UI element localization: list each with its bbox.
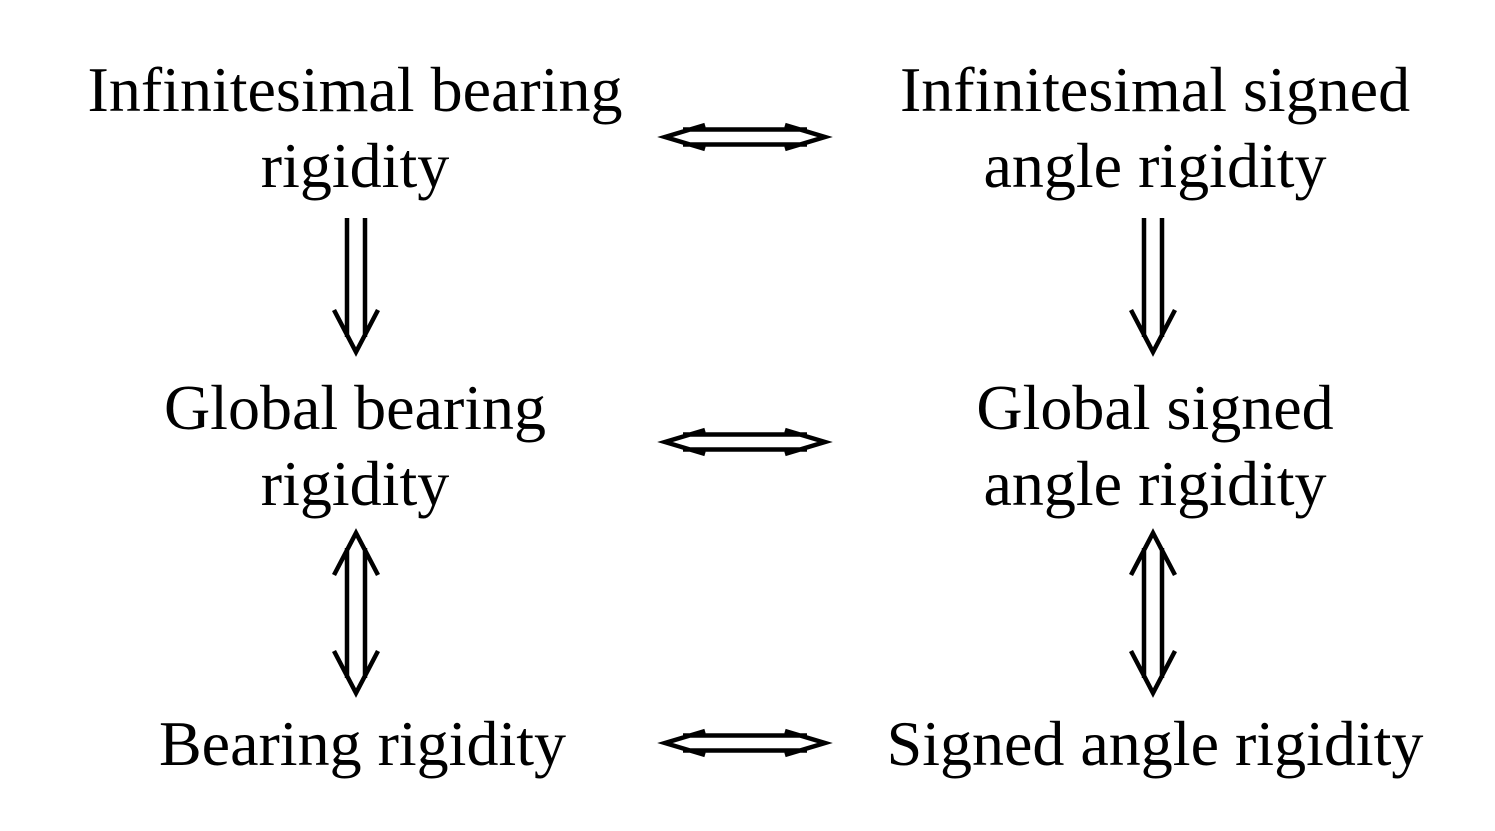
node-label-line-1: Global signed [976, 372, 1334, 443]
implication-arrow-left [332, 218, 380, 357]
node-label-line-2: angle rigidity [983, 130, 1327, 201]
node-infinitesimal-signed-angle-rigidity: Infinitesimal signed angle rigidity [855, 52, 1455, 204]
equivalence-arrow-middle [657, 427, 833, 457]
node-label-line-2: angle rigidity [983, 448, 1327, 519]
vertical-equivalence-arrow-right [1129, 528, 1177, 698]
node-label-line-1: Bearing rigidity [158, 708, 567, 779]
node-label-line-2: rigidity [260, 448, 450, 519]
equivalence-arrow-bottom [657, 728, 833, 758]
node-label-line-1: Infinitesimal signed [899, 54, 1411, 125]
node-global-bearing-rigidity: Global bearing rigidity [60, 370, 650, 522]
node-bearing-rigidity: Bearing rigidity [60, 706, 665, 782]
node-label-line-1: Infinitesimal bearing [87, 54, 623, 125]
implication-arrow-right [1129, 218, 1177, 357]
vertical-equivalence-arrow-left [332, 528, 380, 698]
node-label-line-1: Signed angle rigidity [886, 708, 1424, 779]
equivalence-arrow-top [657, 122, 833, 152]
node-global-signed-angle-rigidity: Global signed angle rigidity [855, 370, 1455, 522]
node-label-line-2: rigidity [260, 130, 450, 201]
node-label-line-1: Global bearing [163, 372, 547, 443]
node-infinitesimal-bearing-rigidity: Infinitesimal bearing rigidity [60, 52, 650, 204]
node-signed-angle-rigidity: Signed angle rigidity [855, 706, 1455, 782]
